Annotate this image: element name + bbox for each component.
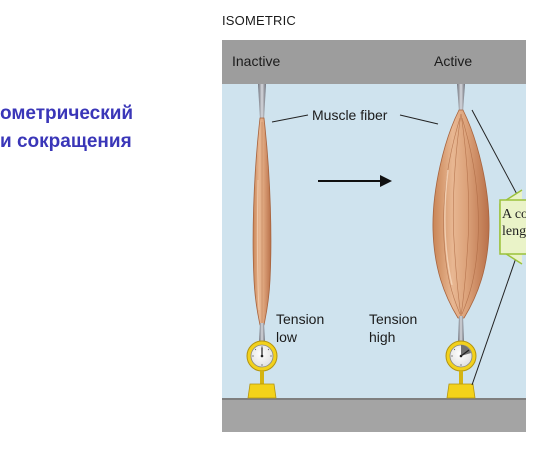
slide-title: ометрический и сокращения: [0, 100, 200, 156]
fiber-leader-left: [271, 114, 309, 123]
arrow-right-icon: [318, 175, 392, 187]
inactive-label: Inactive: [232, 53, 281, 69]
active-label: Active: [434, 53, 473, 69]
gauge-icon: [246, 340, 278, 399]
figure-heading: ISOMETRIC: [222, 13, 297, 28]
callout-shape: [471, 109, 526, 386]
bottom-bar: [222, 398, 526, 432]
tension-low-line2: low: [276, 329, 298, 345]
tension-low-line1: Tension: [276, 311, 325, 327]
tension-high-line1: Tension: [369, 311, 418, 327]
slide-title-line1: ометрический: [0, 103, 134, 124]
fiber-leader-right: [399, 114, 439, 125]
isometric-figure: Inactive Active Muscle fiber Tension low…: [222, 40, 526, 432]
left-tendon-top: [258, 84, 266, 120]
muscle-fiber-label: Muscle fiber: [312, 107, 388, 123]
left-tendon-bottom: [259, 323, 265, 342]
gauge-icon: [445, 340, 477, 399]
right-muscle: [432, 109, 490, 319]
tension-low-label: Tension low: [276, 310, 324, 346]
tension-high-line2: high: [369, 329, 396, 345]
callout-line1: A co: [502, 207, 526, 222]
slide-title-line2: и сокращения: [0, 131, 132, 152]
right-tendon-top: [457, 84, 465, 112]
top-bar: [222, 40, 526, 84]
tension-high-label: Tension high: [369, 310, 417, 346]
callout-line2: leng: [502, 224, 526, 239]
callout-text: A co leng: [502, 206, 526, 240]
figure-illustration: [222, 40, 526, 432]
right-tendon-bottom: [458, 316, 464, 342]
